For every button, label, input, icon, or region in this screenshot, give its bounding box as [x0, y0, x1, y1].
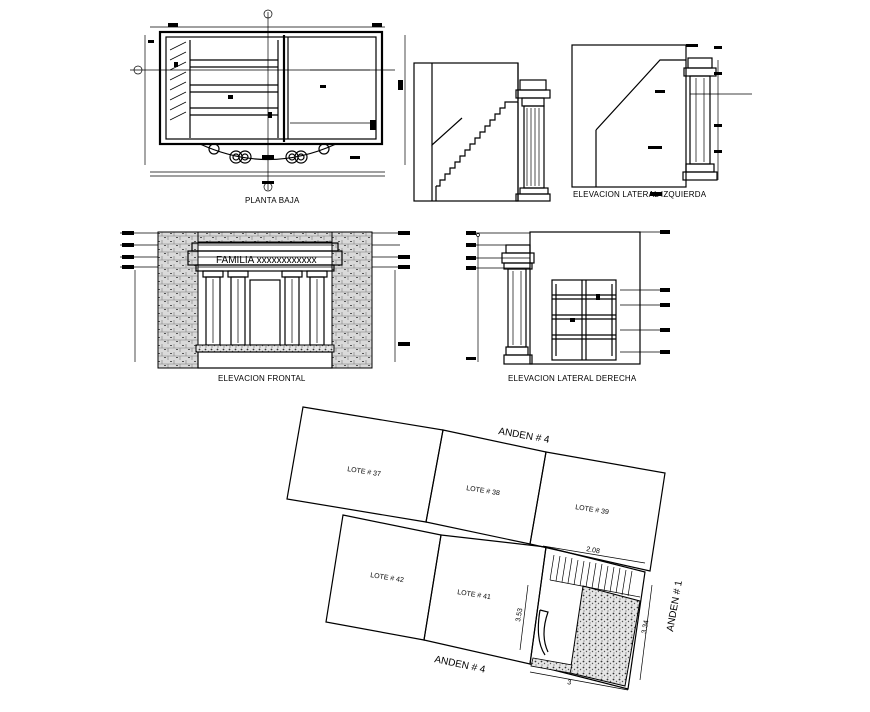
- gravel-area: [569, 585, 641, 687]
- elevacion-lateral-izquierda: ELEVACION LATERAL IZQUIERDA: [571, 44, 752, 199]
- lot-37-outline: [286, 406, 444, 523]
- planta-baja-title: PLANTA BAJA: [245, 196, 300, 205]
- dim-top: 2.08: [586, 546, 601, 555]
- elevacion-lateral-derecha: ELEVACION LATERAL DERECHA: [466, 230, 670, 383]
- elevacion-lateral-derecha-title: ELEVACION LATERAL DERECHA: [508, 374, 637, 383]
- anden-bottom-label: ANDEN # 4: [433, 654, 486, 676]
- elevacion-lateral-izquierda-title: ELEVACION LATERAL IZQUIERDA: [573, 190, 707, 199]
- anden-right-label: ANDEN # 1: [665, 579, 685, 632]
- lot-39-outline: [529, 451, 666, 572]
- site-plan: LOTE # 37 LOTE # 38 LOTE # 39 LOTE # 42 …: [286, 406, 685, 691]
- lot-38-label: LOTE # 38: [466, 485, 501, 497]
- lot-41-label: LOTE # 41: [457, 589, 492, 601]
- elevacion-frontal: FAMILIA xxxxxxxxxxxx ELEVACION FRONTAL: [120, 231, 410, 383]
- frontal-sign: FAMILIA xxxxxxxxxxxx: [216, 255, 317, 266]
- dim-right: 3.34: [641, 620, 650, 635]
- lot-42-label: LOTE # 42: [370, 572, 405, 584]
- stair-section: [413, 62, 551, 202]
- lot-37-label: LOTE # 37: [347, 466, 382, 478]
- lot-featured-outline: [529, 546, 646, 690]
- lot-38-outline: [425, 429, 547, 545]
- dim-left: 3.53: [515, 608, 524, 623]
- lot-39-label: LOTE # 39: [575, 504, 610, 516]
- elevacion-frontal-title: ELEVACION FRONTAL: [218, 374, 306, 383]
- planta-baja-plan: PLANTA BAJA: [130, 9, 406, 205]
- dim-bottom: 3: [567, 679, 572, 687]
